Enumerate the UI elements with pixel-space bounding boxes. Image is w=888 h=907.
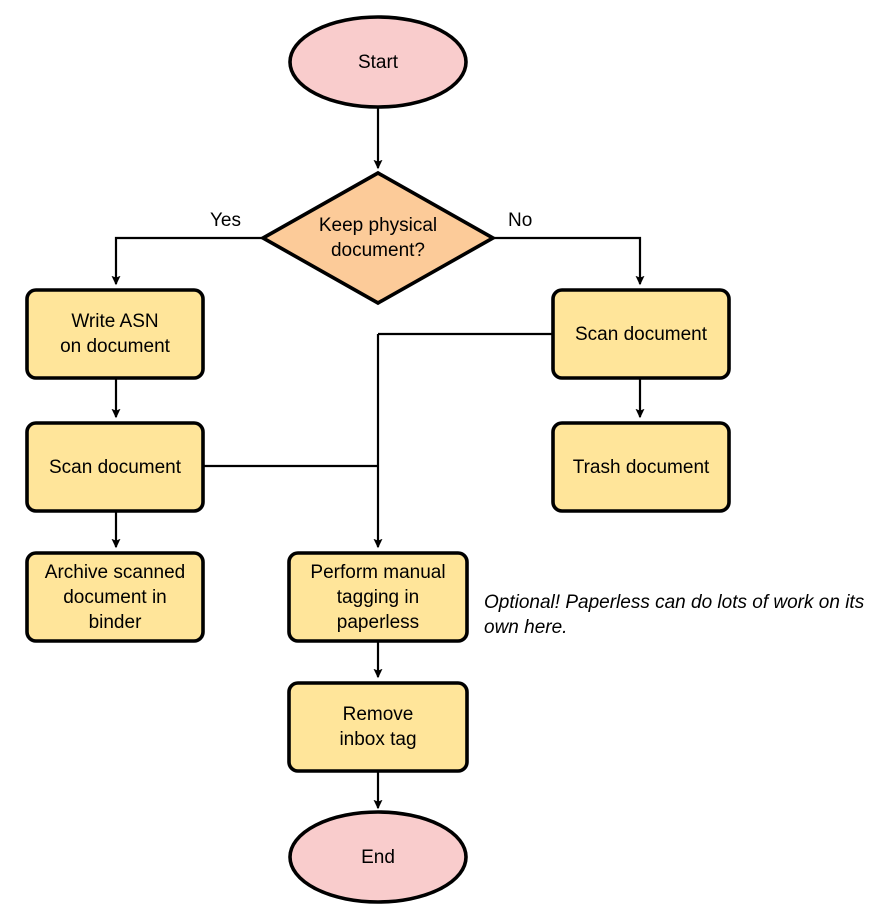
node-archive-binder-shape[interactable] bbox=[25, 551, 205, 643]
node-remove-inbox-tag-shape[interactable] bbox=[287, 681, 469, 773]
node-trash-shape[interactable] bbox=[551, 421, 731, 513]
node-scan-right-shape[interactable] bbox=[551, 288, 731, 380]
node-end-shape[interactable] bbox=[288, 810, 468, 904]
node-write-asn-shape[interactable] bbox=[25, 288, 205, 380]
node-manual-tagging-shape[interactable] bbox=[287, 551, 469, 643]
edge-label-no: No bbox=[508, 210, 533, 231]
node-scan-left-shape[interactable] bbox=[25, 421, 205, 513]
edge-decision-yes-to-write-asn bbox=[111, 236, 263, 286]
connector-group bbox=[111, 108, 645, 810]
edge-decision-no-to-scan-right bbox=[493, 236, 645, 286]
edge-label-yes: Yes bbox=[210, 210, 241, 231]
node-decision-keep-physical-shape[interactable] bbox=[259, 170, 497, 306]
node-start-shape[interactable] bbox=[288, 15, 468, 109]
optional-note-text: Optional! Paperless can do lots of work … bbox=[484, 592, 865, 638]
